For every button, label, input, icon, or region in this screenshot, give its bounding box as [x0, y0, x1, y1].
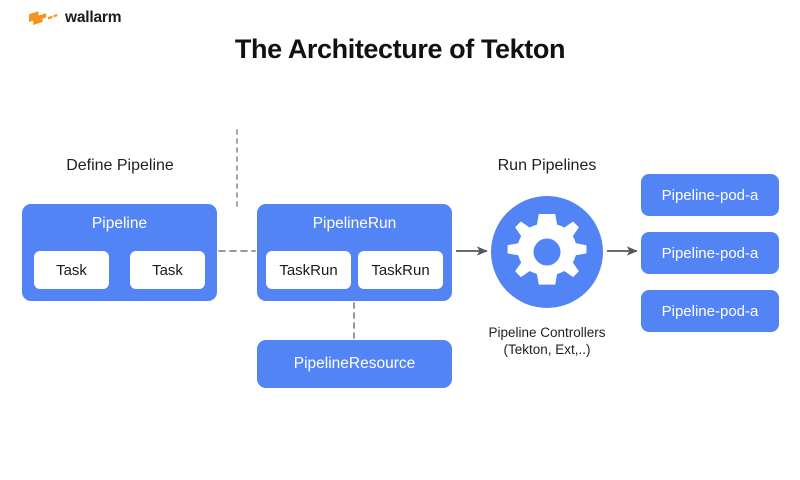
- section-label-run-pipelines: Run Pipelines: [497, 157, 597, 174]
- section-label-define-pipeline: Define Pipeline: [66, 157, 174, 174]
- pipeline-pod-box[interactable]: Pipeline-pod-a: [641, 174, 779, 216]
- brand-name: wallarm: [65, 9, 122, 27]
- pipeline-pod-box[interactable]: Pipeline-pod-a: [641, 290, 779, 332]
- page-title: The Architecture of Tekton: [234, 34, 566, 64]
- gear-icon: [491, 196, 603, 308]
- brand-logo[interactable]: wallarm: [28, 7, 122, 29]
- pipeline-controller-caption: Pipeline Controllers (Tekton, Ext,..): [457, 324, 637, 359]
- task-box[interactable]: Task: [130, 251, 205, 289]
- pipeline-pod-box[interactable]: Pipeline-pod-a: [641, 232, 779, 274]
- controller-caption-line-1: Pipeline Controllers: [488, 325, 606, 340]
- pipeline-box-title: Pipeline: [91, 215, 148, 232]
- taskrun-box[interactable]: TaskRun: [358, 251, 443, 289]
- controller-caption-line-2: (Tekton, Ext,..): [503, 342, 591, 358]
- pipeline-controller-node[interactable]: [491, 196, 603, 308]
- task-box[interactable]: Task: [34, 251, 109, 289]
- pipelinerun-box[interactable]: PipelineRun TaskRun TaskRun: [257, 204, 452, 301]
- wallarm-bolt-icon: [28, 10, 58, 27]
- taskrun-box[interactable]: TaskRun: [266, 251, 351, 289]
- pipelinerun-box-title: PipelineRun: [312, 215, 397, 232]
- pipelineresource-box[interactable]: PipelineResource: [257, 340, 452, 388]
- pipeline-box[interactable]: Pipeline Task Task: [22, 204, 217, 301]
